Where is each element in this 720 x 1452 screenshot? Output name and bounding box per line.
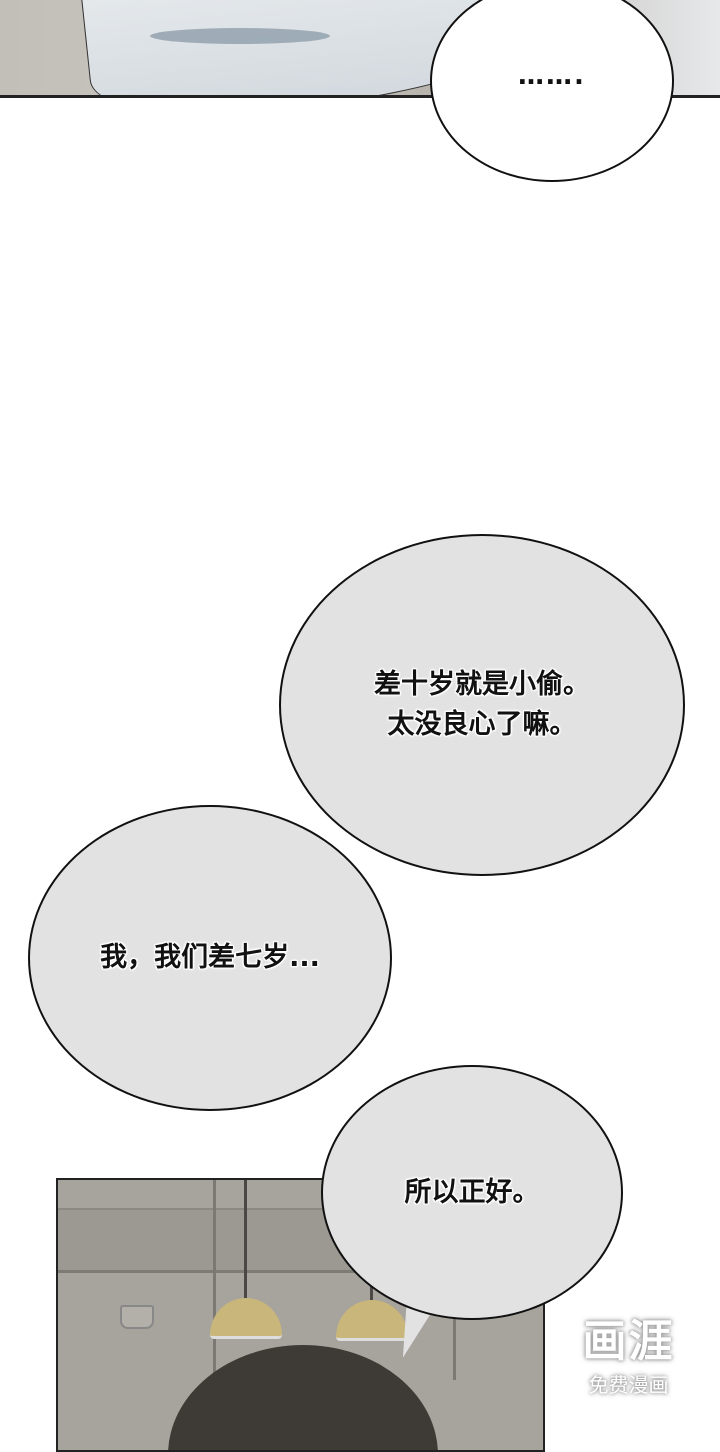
pendant-lamp-icon <box>210 1298 282 1339</box>
speech-bubble-ellipsis: ……. <box>430 0 674 182</box>
bubble-text: 我，我们差七岁... <box>100 942 320 973</box>
character-head <box>168 1345 438 1450</box>
window-frame <box>213 1180 216 1380</box>
speech-bubble-seven-years: 我，我们差七岁... <box>28 805 392 1111</box>
blue-shadow-stroke <box>150 28 330 44</box>
bubble-text: 差十岁就是小偷。 太没良心了嘛。 <box>374 669 590 740</box>
speech-bubble-just-right: 所以正好。 <box>321 1065 623 1320</box>
bubble-text: 所以正好。 <box>404 1176 540 1208</box>
lamp-cord <box>244 1180 247 1300</box>
watermark-subtitle: 免费漫画 <box>588 1373 669 1397</box>
watermark: 画涯 免费漫画 <box>566 1318 691 1398</box>
wall-sconce-icon <box>120 1305 154 1329</box>
watermark-logo: 画涯 <box>582 1316 675 1367</box>
bubble-text: ……. <box>518 61 586 91</box>
speech-bubble-ten-years: 差十岁就是小偷。 太没良心了嘛。 <box>279 534 685 876</box>
